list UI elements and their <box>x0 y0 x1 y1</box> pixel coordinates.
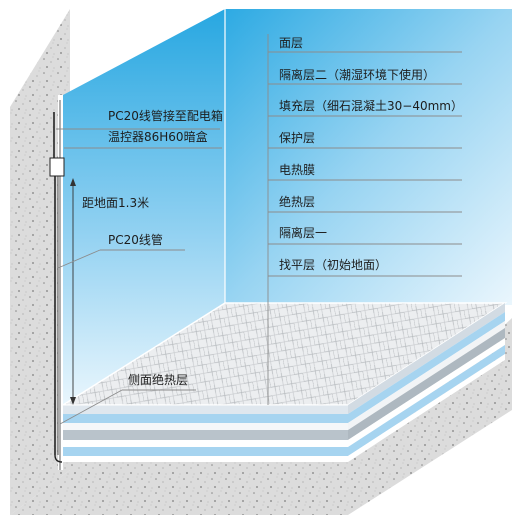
layer-label-isolation-1: 隔离层一 <box>279 226 328 240</box>
layer-label-fill: 填充层（细石混凝土30−40mm） <box>279 99 463 113</box>
annotation-side-insulation: 侧面绝热层 <box>128 373 189 387</box>
conduit-and-thermostat <box>49 112 65 463</box>
annotation-conduit: PC20线管 <box>108 233 163 247</box>
back-walls <box>63 9 512 405</box>
layer-label-leveling: 找平层（初始地面） <box>279 258 388 272</box>
layer-label-insulation: 绝热层 <box>279 195 316 209</box>
annotation-thermostat-box: 温控器86H60暗盒 <box>108 130 208 144</box>
annotation-conduit-to-box: PC20线管接至配电箱 <box>108 109 223 123</box>
leader-lines <box>56 34 462 425</box>
layer-label-protection: 保护层 <box>279 131 316 145</box>
height-dimension <box>70 178 76 405</box>
layer-label-isolation-2: 隔离层二（潮湿环境下使用） <box>279 68 436 82</box>
side-insulation-strip <box>58 95 63 470</box>
layered-slab-side <box>348 303 505 470</box>
layered-slab-front <box>63 404 348 470</box>
annotation-height: 距地面1.3米 <box>82 196 150 210</box>
layer-label-heating-film: 电热膜 <box>279 163 316 177</box>
layer-label-surface: 面层 <box>279 36 304 50</box>
